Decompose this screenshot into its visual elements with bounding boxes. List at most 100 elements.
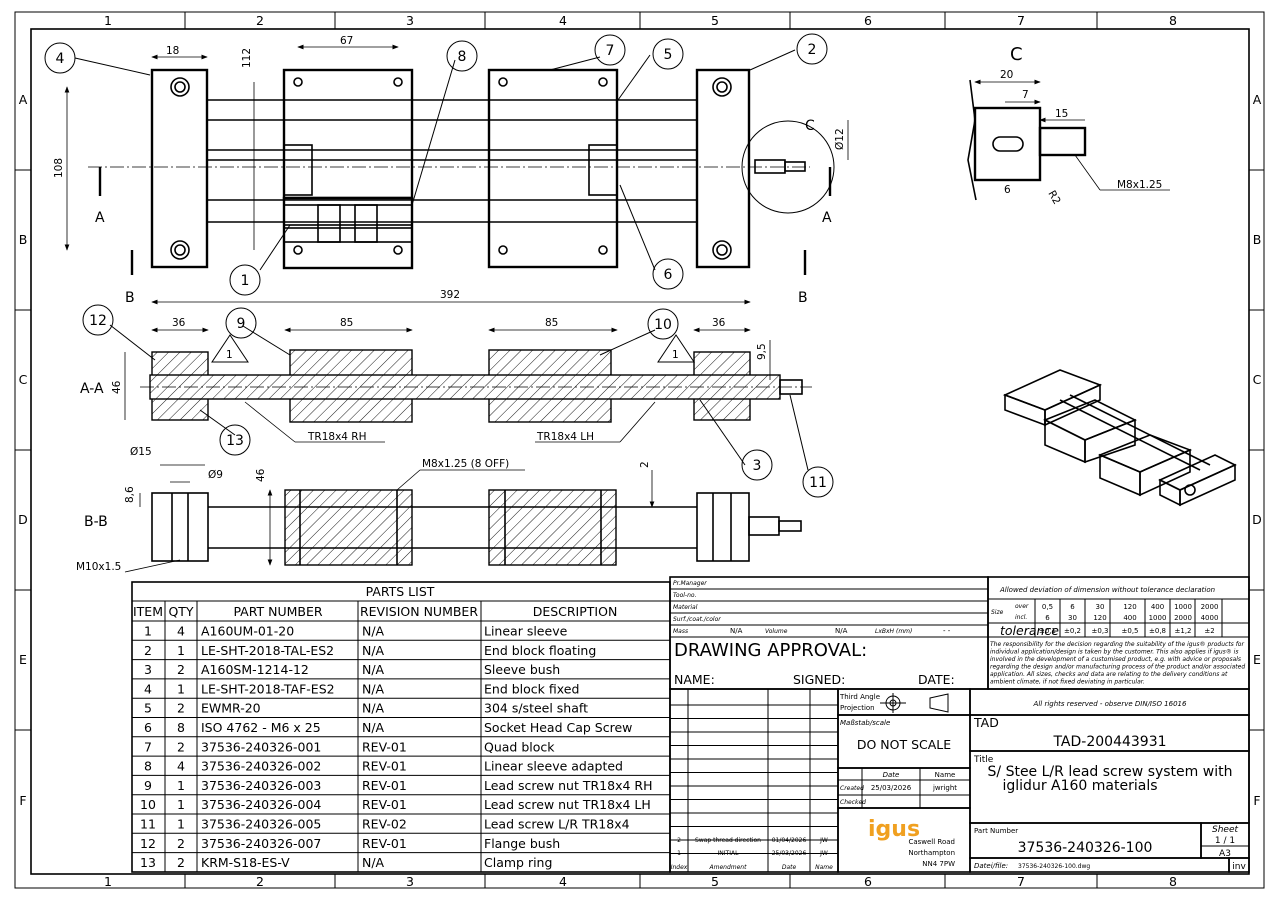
col-label: 8 [1169, 13, 1177, 28]
top-view: 18 67 112 108 A A B B C Ø12 [53, 35, 849, 306]
rev-header: Name [815, 864, 833, 871]
tol-value: ±0,1 [1039, 627, 1056, 635]
approval-name: NAME: [674, 672, 715, 687]
tol-incl: 120 [1093, 614, 1106, 622]
field-label: LxBxH (mm) [875, 628, 912, 635]
parts-header: PART NUMBER [233, 604, 322, 619]
dim-label: 36 [712, 317, 726, 329]
address-line: Northampton [908, 849, 955, 857]
section-b-b: B-B Ø15 Ø9 8,6 46 2 M8x1.25 (8 OFF) M10x… [76, 446, 802, 573]
dim-label: 85 [340, 317, 353, 329]
field-label: Pr.Manager [673, 580, 707, 587]
parts-cell: ISO 4762 - M6 x 25 [201, 720, 321, 735]
parts-cell: 37536-240326-007 [201, 836, 321, 851]
parts-cell: Linear sleeve [484, 624, 568, 639]
tol-value: ±0,3 [1092, 627, 1109, 635]
parts-cell: 5 [144, 701, 152, 716]
rev-cell: Swap thread direction [695, 837, 761, 844]
callout-number: 5 [664, 47, 673, 63]
parts-header: QTY [168, 604, 193, 619]
parts-cell: End block fixed [484, 681, 579, 696]
rev-header: Index [671, 864, 688, 871]
field-label: Material [673, 604, 698, 611]
parts-cell: 2 [177, 701, 185, 716]
parts-header: ITEM [133, 604, 163, 619]
parts-cell: EWMR-20 [201, 701, 261, 716]
field-label: incl. [1015, 614, 1027, 621]
col-label: 1 [104, 874, 112, 889]
tol-over: 400 [1151, 603, 1164, 611]
callout-number: 6 [664, 267, 673, 283]
parts-cell: 37536-240326-005 [201, 817, 321, 832]
parts-cell: 3 [144, 662, 152, 677]
parts-cell: 13 [140, 855, 156, 870]
callout-number: 10 [654, 317, 672, 333]
rev-cell: 01/04/2026 [772, 837, 807, 844]
dim-label: 8,6 [124, 486, 136, 503]
volume-value: N/A [835, 627, 848, 635]
created-name: jwright [932, 784, 957, 792]
tol-value: ±0,2 [1064, 627, 1081, 635]
revision-triangle: 1 [672, 349, 679, 361]
row-label: F [1253, 793, 1260, 808]
title-label: Title [973, 755, 994, 765]
col-label: 2 [256, 874, 264, 889]
col-label: 3 [406, 874, 414, 889]
parts-cell: N/A [362, 855, 385, 870]
tolerance-title: Allowed deviation of dimension without t… [999, 586, 1215, 594]
parts-cell: 4 [177, 624, 185, 639]
dim-label: 2 [639, 461, 651, 468]
parts-cell: 11 [140, 817, 156, 832]
tol-incl: 1000 [1149, 614, 1167, 622]
callout-number: 2 [808, 42, 817, 58]
dim-label: Ø12 [834, 128, 846, 150]
tol-over: 1000 [1174, 603, 1192, 611]
parts-cell: REV-01 [362, 759, 407, 774]
revision-triangle: 1 [226, 349, 233, 361]
inv-label: inv [1232, 862, 1246, 872]
title-block: Pr.Manager Tool-no. Material Surf./coat.… [669, 576, 1250, 873]
parts-cell: 2 [177, 739, 185, 754]
dim-label: 20 [1000, 69, 1013, 81]
rev-cell: JW [819, 837, 828, 844]
tol-value: ±0,5 [1122, 627, 1139, 635]
parts-cell: LE-SHT-2018-TAF-ES2 [201, 681, 335, 696]
callout-number: 3 [753, 458, 762, 474]
parts-cell: N/A [362, 720, 385, 735]
dim-label: M8x1.25 (8 OFF) [422, 458, 509, 470]
parts-cell: Sleeve bush [484, 662, 560, 677]
tol-over: 6 [1070, 603, 1075, 611]
part-number: 37536-240326-100 [1018, 840, 1153, 856]
parts-cell: Lead screw nut TR18x4 LH [484, 797, 651, 812]
lxbxh-value: - - [943, 627, 951, 635]
parts-cell: A160UM-01-20 [201, 624, 294, 639]
sheet-value: 1 / 1 [1215, 836, 1235, 846]
parts-cell: N/A [362, 701, 385, 716]
callout-number: 4 [56, 51, 65, 67]
rev-cell: 2 [677, 837, 681, 844]
dim-label: 108 [53, 158, 65, 178]
drawing-title: S/ Stee L/R lead screw system with [988, 764, 1233, 780]
parts-cell: 1 [177, 778, 185, 793]
parts-cell: End block floating [484, 643, 596, 658]
dim-label: 9,5 [756, 343, 768, 360]
dim-label: 6 [1004, 184, 1011, 196]
dim-label: Ø9 [208, 469, 223, 481]
rev-cell: 25/03/2026 [772, 850, 807, 857]
paper-size: A3 [1219, 849, 1231, 859]
parts-cell: Lead screw L/R TR18x4 [484, 817, 630, 832]
parts-cell: 1 [177, 817, 185, 832]
row-label: C [1253, 372, 1262, 387]
scale-label: Maßstab/scale [840, 719, 890, 727]
col-label: 6 [864, 13, 872, 28]
tol-over: 120 [1123, 603, 1136, 611]
approval-signed: SIGNED: [793, 672, 845, 687]
parts-cell: N/A [362, 681, 385, 696]
file-label: Datei/file: [974, 862, 1008, 870]
thread-label: TR18x4 RH [307, 431, 367, 443]
row-label: D [18, 512, 28, 527]
col-label: 4 [559, 13, 567, 28]
callout-number: 11 [809, 475, 827, 491]
created-date: 25/03/2026 [871, 784, 912, 792]
